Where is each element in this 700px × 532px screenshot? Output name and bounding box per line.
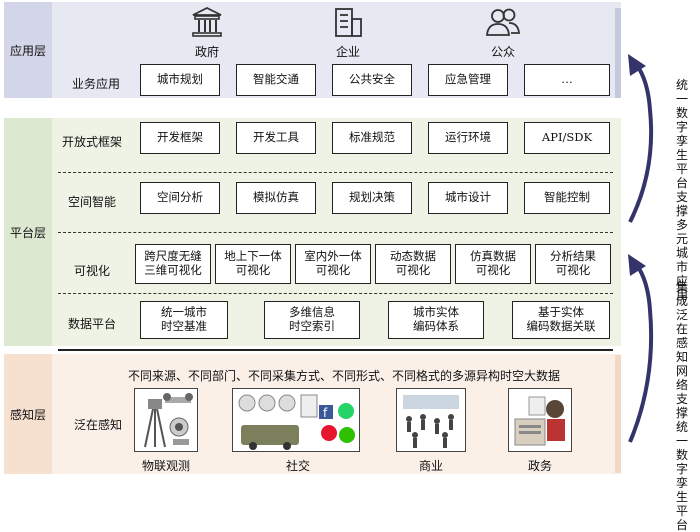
app-layer-label-bg xyxy=(4,2,52,98)
spatial-item-urban-design: 城市设计 xyxy=(428,182,508,214)
spatial-item-analysis: 空间分析 xyxy=(140,182,220,214)
data-item-spatiotemporal-index: 多维信息 时空索引 xyxy=(264,301,360,339)
commerce-image xyxy=(396,388,466,452)
viz-item-analysis-results: 分析结果 可视化 xyxy=(535,244,611,284)
government-affairs-image xyxy=(508,388,572,452)
public-users-icon xyxy=(484,6,522,42)
platform-layer-label-bg xyxy=(4,118,52,346)
data-item-spatiotemporal-datum: 统一城市 时空基准 xyxy=(140,301,228,339)
social-image: f xyxy=(232,388,360,452)
caption-social: 社交 xyxy=(285,459,310,473)
service-government: 政府 xyxy=(194,45,219,59)
data-item-entity-data-link: 基于实体 编码数据关联 xyxy=(512,301,610,339)
side-bar-bottom xyxy=(615,355,621,473)
caption-iot-observation: 物联观测 xyxy=(141,459,190,473)
side-bar-top xyxy=(615,8,621,98)
framework-item-dev-framework: 开发框架 xyxy=(140,122,220,154)
framework-item-standards: 标准规范 xyxy=(332,122,412,154)
government-icon xyxy=(190,6,224,42)
service-enterprise: 企业 xyxy=(335,45,360,59)
spatial-item-smart-control: 智能控制 xyxy=(524,182,610,214)
viz-item-cross-scale: 跨尺度无缝 三维可视化 xyxy=(135,244,211,284)
perception-layer-label-bg xyxy=(4,354,52,474)
iot-observation-image xyxy=(134,388,198,452)
divider-2 xyxy=(58,232,613,233)
business-item-public-safety: 公共安全 xyxy=(332,64,412,96)
upward-arrow-lower xyxy=(628,254,654,443)
data-platform-row-label: 数据平台 xyxy=(68,317,117,331)
sensing-row-label: 泛在感知 xyxy=(74,418,123,432)
viz-item-indoor-outdoor: 室内外一体 可视化 xyxy=(295,244,371,284)
data-item-entity-coding: 城市实体 编码体系 xyxy=(388,301,484,339)
framework-item-runtime: 运行环境 xyxy=(428,122,508,154)
viz-item-above-below-ground: 地上下一体 可视化 xyxy=(215,244,291,284)
spatial-row-label: 空间智能 xyxy=(68,195,117,209)
business-item-smart-traffic: 智能交通 xyxy=(236,64,316,96)
business-item-emergency: 应急管理 xyxy=(428,64,508,96)
caption-government-affairs: 政务 xyxy=(527,459,552,473)
svg-text:f: f xyxy=(323,406,328,420)
enterprise-icon xyxy=(331,6,365,42)
side-text-upper: 统一数字孪生平台支撑多元城市应用 xyxy=(675,78,688,302)
perception-layer-label: 感知层 xyxy=(9,407,46,422)
app-layer-label: 应用层 xyxy=(9,43,46,58)
spatial-item-planning-decision: 规划决策 xyxy=(332,182,412,214)
service-public: 公众 xyxy=(490,45,515,59)
perception-divider xyxy=(58,349,613,351)
spatial-item-simulation: 模拟仿真 xyxy=(236,182,316,214)
viz-item-simulation-data: 仿真数据 可视化 xyxy=(455,244,531,284)
viz-item-dynamic-data: 动态数据 可视化 xyxy=(375,244,451,284)
business-item-urban-planning: 城市规划 xyxy=(140,64,220,96)
sensing-heading: 不同来源、不同部门、不同采集方式、不同形式、不同格式的多源异构时空大数据 xyxy=(128,369,561,383)
open-framework-row-label: 开放式框架 xyxy=(62,135,123,149)
platform-layer-label: 平台层 xyxy=(9,225,46,240)
upward-arrow-upper xyxy=(628,54,654,223)
divider-3 xyxy=(58,293,613,294)
business-item-more: … xyxy=(524,64,610,96)
divider-1 xyxy=(58,172,613,173)
business-row-label: 业务应用 xyxy=(72,77,121,91)
side-text-lower: 集成泛在感知网络支撑统一数字孪生平台 xyxy=(675,280,688,532)
framework-item-api-sdk: API/SDK xyxy=(524,122,610,154)
viz-row-label: 可视化 xyxy=(74,264,111,278)
caption-commerce: 商业 xyxy=(418,459,443,473)
framework-item-dev-tools: 开发工具 xyxy=(236,122,316,154)
